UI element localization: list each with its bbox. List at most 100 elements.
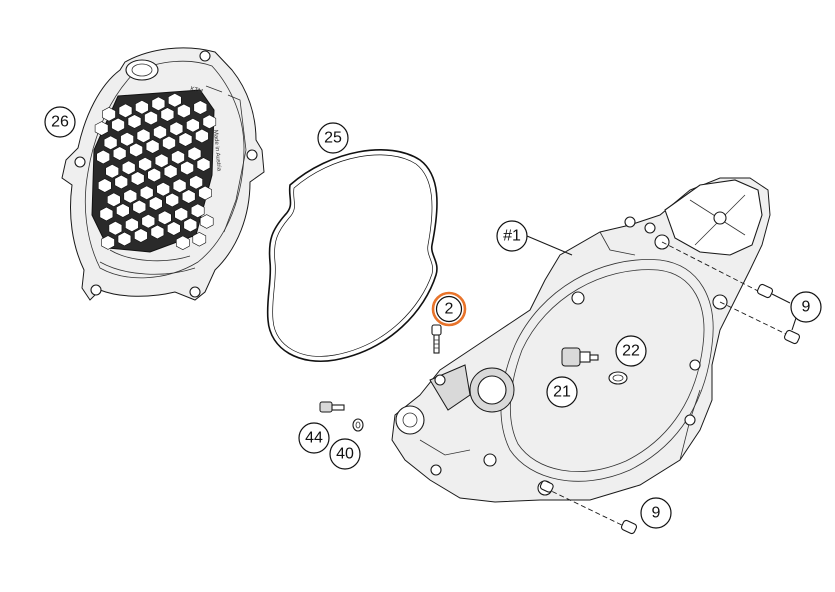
callout-9-upper: 9: [790, 291, 822, 323]
grille-hex-cell: [192, 231, 207, 247]
grille-hex-cell: [187, 146, 202, 162]
callout-44-label: 44: [305, 430, 323, 447]
part-9-dowel-pins: [539, 241, 801, 535]
part-22-o-ring: [608, 371, 628, 385]
grille-hex-cell: [189, 174, 203, 190]
grille-hex-cell: [149, 196, 163, 211]
grille-hex-cell: [130, 171, 145, 186]
callout-9-lower: 9: [640, 497, 672, 529]
grille-hex-cell: [117, 231, 132, 247]
grille-hex-cell: [127, 114, 142, 129]
grille-hex-cell: [111, 117, 125, 133]
outer-clutch-cover: Made in Austria KTM: [61, 47, 265, 301]
callout-40: 40: [329, 438, 361, 470]
callout-1: #1: [496, 220, 528, 252]
cover-embossing-brand: KTM: [189, 86, 203, 95]
grille-hex-cell: [116, 203, 130, 218]
grille-hex-cell: [153, 124, 167, 140]
grille-hex-cell: [114, 174, 128, 190]
grille-hex-cell: [141, 213, 156, 229]
grille-hex-cell: [123, 188, 138, 204]
grille-hex-cell: [99, 206, 114, 222]
callout-1-label: #1: [503, 228, 521, 245]
grille-hex-cell: [167, 221, 181, 236]
callout-2-label: 2: [445, 301, 454, 318]
grille-hex-cell: [186, 117, 200, 133]
callout-22: 22: [615, 335, 647, 367]
callout-25: 25: [317, 122, 349, 154]
grille-hex-cell: [180, 160, 194, 176]
grille-hex-cell: [108, 220, 123, 236]
grille-hex-cell: [162, 135, 176, 151]
grille-hex-cell: [165, 192, 179, 208]
grille-hex-cell: [132, 199, 147, 215]
grille-hex-cell: [198, 185, 212, 201]
callout-26: 26: [44, 106, 76, 138]
callout-44: 44: [298, 422, 330, 454]
grille-hex-cell: [156, 181, 170, 197]
grille-hex-cell: [120, 131, 134, 147]
grille-hex-cell: [121, 160, 136, 176]
part-2-screw: [431, 324, 442, 354]
grille-hex-cell: [139, 185, 154, 201]
grille-hex-cell: [172, 178, 187, 194]
callout-9-lower-label: 9: [652, 505, 661, 522]
grille-hex-cell: [96, 149, 110, 165]
callout-22-label: 22: [622, 343, 640, 360]
callout-9-upper-label: 9: [802, 299, 811, 316]
grille-hex-cell: [112, 146, 127, 161]
grille-hex-cell: [107, 192, 121, 208]
grille-hex-cell: [118, 103, 133, 119]
grille-hex-cell: [196, 157, 211, 172]
grille-hex-cell: [176, 235, 190, 251]
grille-hex-cell: [94, 121, 109, 136]
clutch-cover-gasket: [266, 149, 438, 362]
part-44-screw: [319, 401, 345, 413]
grille-hex-cell: [160, 107, 175, 122]
grille-hex-cell: [183, 217, 198, 233]
honeycomb-grille: [91, 89, 217, 253]
grille-hex-cell: [154, 153, 169, 169]
grille-hex-cell: [105, 163, 119, 179]
grille-hex-cell: [163, 164, 178, 179]
callout-2-highlighted: 2: [431, 291, 467, 327]
grille-hex-cell: [101, 235, 115, 250]
grille-hex-cell: [169, 121, 184, 137]
grille-hex-cell: [125, 217, 139, 233]
grille-hex-cell: [145, 139, 160, 154]
grille-hex-cell: [98, 178, 112, 193]
grille-hex-cell: [199, 214, 214, 229]
grille-hex-cell: [202, 114, 217, 130]
callout-21-label: 21: [553, 384, 571, 401]
inner-clutch-cover: [391, 177, 771, 503]
grille-hex-cell: [147, 167, 161, 183]
grille-hex-cell: [135, 99, 149, 115]
grille-hex-cell: [136, 128, 151, 144]
grille-hex-cell: [174, 206, 188, 222]
part-21-switch: [561, 347, 599, 367]
grille-hex-cell: [181, 189, 196, 204]
cover-embossing-made-in: Made in Austria: [212, 130, 222, 172]
grille-hex-cell: [144, 110, 158, 126]
grille-hex-cell: [177, 103, 191, 119]
grille-hex-cell: [150, 224, 165, 240]
grille-hex-cell: [168, 92, 182, 108]
grille-hex-cell: [134, 228, 148, 243]
callout-40-label: 40: [336, 446, 354, 463]
grille-hex-cell: [151, 96, 166, 112]
grille-hex-cell: [171, 149, 185, 165]
part-40-seal-ring: [352, 418, 364, 432]
grille-hex-cell: [193, 100, 208, 115]
callout-21: 21: [546, 376, 578, 408]
grille-hex-cell: [158, 210, 172, 226]
grille-hex-cell: [190, 203, 205, 219]
callout-25-label: 25: [324, 130, 342, 147]
grille-hex-cell: [103, 135, 118, 151]
grille-hex-cell: [129, 142, 143, 158]
grille-hex-cell: [138, 156, 152, 172]
grille-hex-cell: [178, 132, 193, 147]
grille-hex-cell: [195, 128, 209, 144]
grille-hex-cell: [102, 106, 116, 122]
callout-26-label: 26: [51, 114, 69, 131]
